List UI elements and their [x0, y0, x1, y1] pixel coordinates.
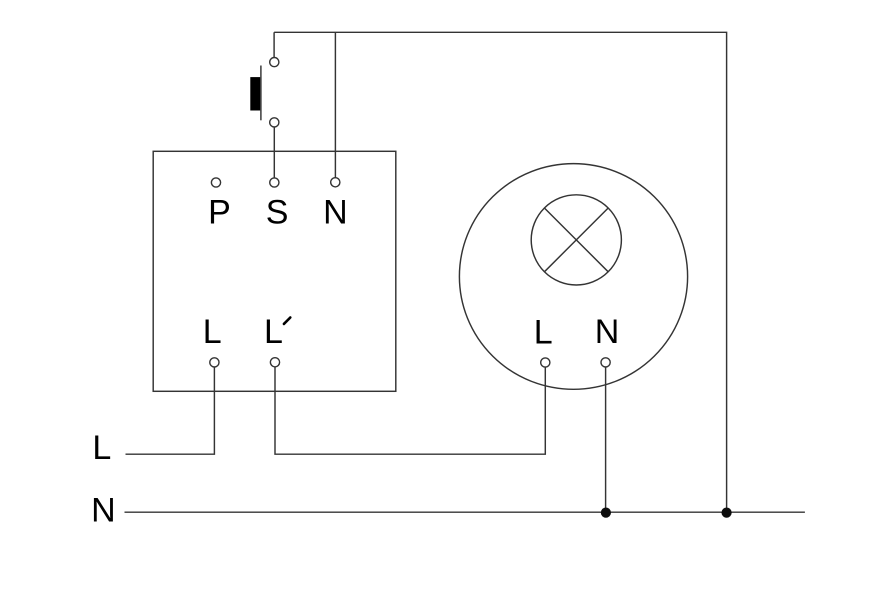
svg-text:N: N: [323, 194, 348, 232]
svg-text:N: N: [595, 313, 620, 351]
svg-text:N: N: [91, 492, 116, 530]
svg-text:L: L: [534, 313, 553, 351]
svg-text:L: L: [203, 313, 222, 351]
svg-text:S: S: [266, 194, 289, 232]
svg-text:P: P: [208, 194, 231, 232]
svg-text:L: L: [264, 313, 283, 351]
svg-text:L: L: [92, 429, 111, 467]
